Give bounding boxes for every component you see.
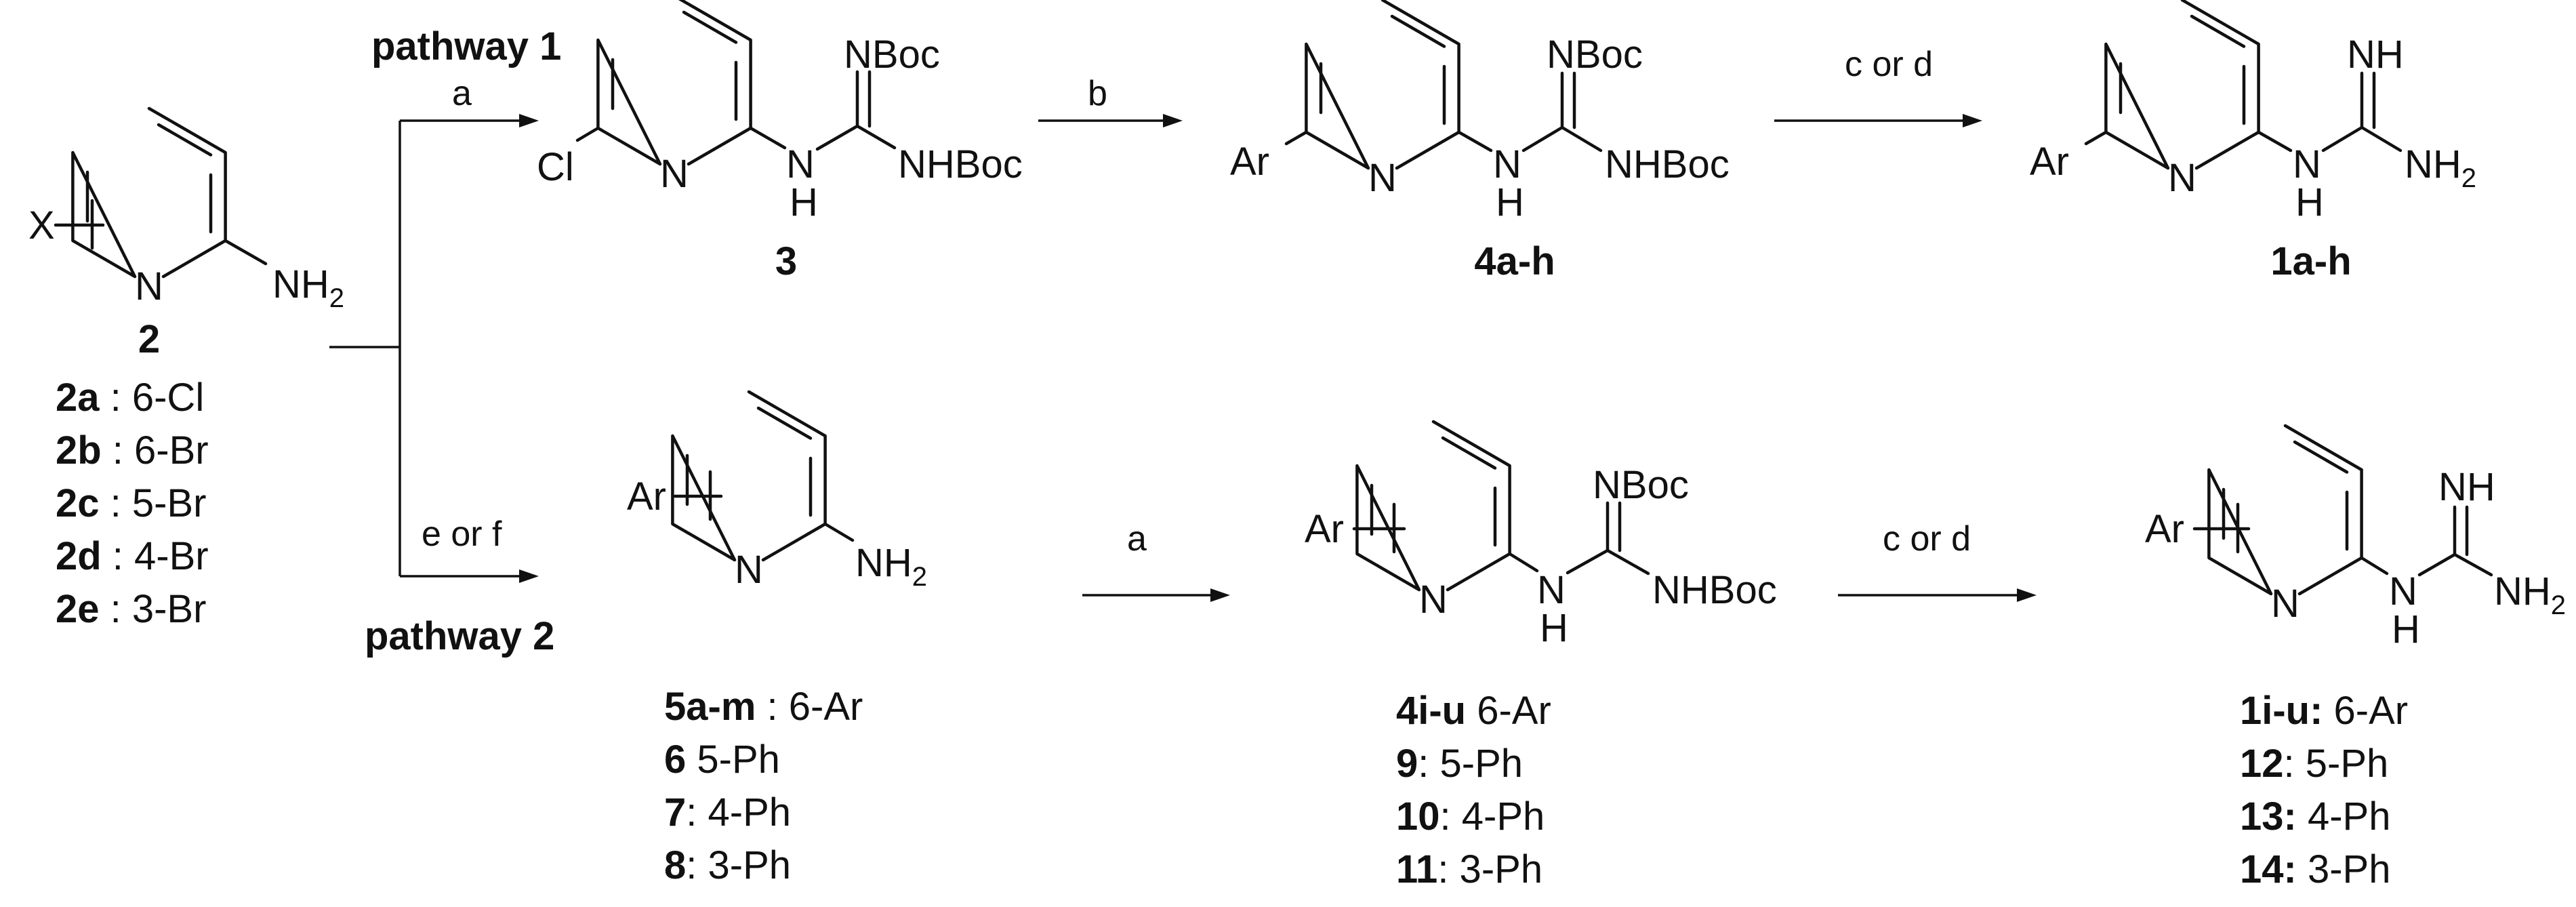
ring-n-atom: N — [1419, 578, 1448, 622]
ar-substituent: Ar — [2145, 507, 2184, 551]
series-entry: 1i-u: 6-Ar — [2240, 689, 2408, 733]
compound-2-substituent-list: 2a : 6-Cl 2b : 6-Br 2c : 5-Br 2d : 4-Br 2e :… — [56, 376, 209, 631]
series-entry: 7: 4-Ph — [664, 790, 791, 834]
h-atom: H — [1496, 180, 1524, 224]
compound-4a-h-structure: N Ar N H NBoc NHBoc 4a-h — [1230, 0, 1730, 283]
ar-substituent: Ar — [2030, 140, 2069, 184]
ring-n-atom: N — [1368, 156, 1397, 200]
compound-1a-h-structure: N Ar N H NH NH2 1a-h — [2030, 0, 2476, 283]
step-c-or-d-label-top: c or d — [1845, 45, 1933, 84]
step-a-label: a — [452, 74, 472, 113]
h-atom: H — [1540, 606, 1568, 650]
cl-substituent: Cl — [537, 145, 574, 189]
compound-1i-u-series-list: 1i-u: 6-Ar 12: 5-Ph 13: 4-Ph 14: 3-Ph — [2240, 689, 2408, 891]
nhboc-group: NHBoc — [1652, 568, 1777, 612]
ring-n-atom: N — [660, 152, 689, 196]
ar-substituent: Ar — [1305, 507, 1344, 551]
compound-4a-h-label: 4a-h — [1474, 239, 1555, 283]
nboc-group: NBoc — [844, 33, 940, 77]
branch-connector — [329, 114, 539, 583]
nboc-group: NBoc — [1593, 463, 1689, 507]
compound-3-label: 3 — [775, 239, 797, 283]
compound-2-label: 2 — [138, 317, 160, 361]
h-atom: H — [2392, 607, 2420, 651]
nh2-group: NH2 — [2494, 569, 2566, 620]
series-entry: 2c : 5-Br — [56, 481, 206, 525]
step-b-label: b — [1088, 74, 1107, 113]
series-entry: 6 5-Ph — [664, 738, 780, 782]
step-c-or-d-label-bottom: c or d — [1883, 519, 1971, 559]
ar-substituent: Ar — [627, 475, 666, 519]
compound-4i-u-structure: N Ar N H NBoc NHBoc — [1305, 422, 1777, 650]
ring-n-atom: N — [735, 548, 763, 592]
series-entry: 11: 3-Ph — [1396, 847, 1542, 891]
compound-1a-h-label: 1a-h — [2270, 239, 2351, 283]
ring-n-atom: N — [135, 264, 163, 308]
series-entry: 13: 4-Ph — [2240, 794, 2390, 839]
h-atom: H — [790, 180, 818, 224]
nh-atom: N — [1493, 142, 1521, 186]
nh2-group: NH2 — [272, 262, 344, 313]
series-entry: 10: 4-Ph — [1396, 794, 1545, 839]
series-entry: 9: 5-Ph — [1396, 742, 1523, 786]
nh2-group: NH2 — [855, 541, 927, 592]
h-atom: H — [2295, 180, 2324, 224]
ar-substituent: Ar — [1230, 140, 1269, 184]
series-entry: 2a : 6-Cl — [56, 376, 204, 420]
compound-4i-u-series-list: 4i-u 6-Ar 9: 5-Ph 10: 4-Ph 11: 3-Ph — [1396, 689, 1551, 891]
compound-1i-u-structure: N Ar N H NH NH2 — [2145, 426, 2566, 651]
pathway-1-label: pathway 1 — [371, 24, 561, 68]
nhboc-group: NHBoc — [1605, 142, 1730, 186]
compound-2-structure: N NH2 X 2 — [28, 108, 344, 361]
series-entry: 2b : 6-Br — [56, 428, 209, 472]
series-entry: 2d : 4-Br — [56, 534, 209, 578]
nh-atom: N — [2389, 569, 2417, 613]
imine-nh-group: NH — [2438, 465, 2495, 509]
series-entry: 5a-m : 6-Ar — [664, 685, 863, 729]
series-entry: 4i-u 6-Ar — [1396, 689, 1551, 733]
nh2-group: NH2 — [2405, 142, 2476, 193]
series-entry: 8: 3-Ph — [664, 843, 791, 887]
nh-atom: N — [2293, 142, 2321, 186]
nhboc-group: NHBoc — [898, 142, 1023, 186]
ring-n-atom: N — [2271, 582, 2299, 626]
nboc-group: NBoc — [1547, 33, 1643, 77]
nh-atom: N — [786, 142, 815, 186]
imine-nh-group: NH — [2347, 33, 2404, 77]
ring-n-atom: N — [2168, 156, 2196, 200]
compound-3-structure: N Cl N H NBoc NHBoc 3 — [537, 0, 1023, 283]
step-a-label-bottom: a — [1127, 519, 1147, 559]
series-entry: 2e : 3-Br — [56, 587, 206, 631]
compound-5-series-list: 5a-m : 6-Ar 6 5-Ph 7: 4-Ph 8: 3-Ph — [664, 685, 863, 887]
step-e-or-f-label: e or f — [422, 515, 502, 554]
nh-atom: N — [1537, 568, 1566, 612]
pathway-2-label: pathway 2 — [365, 614, 554, 658]
series-entry: 12: 5-Ph — [2240, 742, 2388, 786]
series-entry: 14: 3-Ph — [2240, 847, 2390, 891]
compound-5-structure: N NH2 Ar — [627, 392, 927, 592]
x-substituent: X — [28, 203, 55, 247]
